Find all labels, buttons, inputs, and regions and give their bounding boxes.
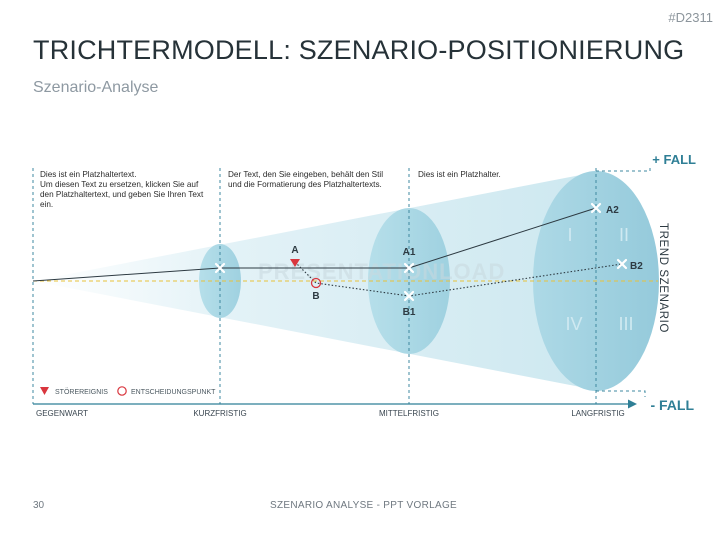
marker-a2 [590, 202, 602, 214]
note-gegenwart: Dies ist ein Platzhaltertext. Um diesen … [40, 170, 204, 209]
timeline-kurzfristig: KURZFRISTIG [193, 409, 246, 418]
minus-fall-guide [596, 390, 646, 397]
label-b: B [312, 291, 319, 302]
quadrant-2: II [619, 225, 629, 245]
minus-fall-label: - FALL [650, 397, 694, 413]
ellipse-mittelfristig [368, 208, 450, 354]
note-mittelfristig: Dies ist ein Platzhalter. [418, 170, 501, 179]
quadrant-4: IV [565, 314, 582, 334]
page-number: 30 [33, 500, 45, 511]
timeline-gegenwart: GEGENWART [36, 409, 88, 418]
trend-szenario-label: TREND SZENARIO [657, 223, 669, 333]
marker-b2 [616, 258, 628, 270]
label-b1: B1 [403, 307, 416, 318]
scenario-a-path [32, 207, 597, 282]
marker-a1 [403, 262, 415, 274]
timeline-mittelfristig: MITTELFRISTIG [379, 409, 439, 418]
quadrant-3: III [618, 314, 633, 334]
page-title: TRICHTERMODELL: SZENARIO-POSITIONIERUNG [33, 35, 685, 65]
timeline-arrowhead [628, 399, 637, 409]
legend-entscheidungspunkt: ENTSCHEIDUNGSPUNKT [131, 389, 216, 396]
plus-fall-label: + FALL [652, 152, 696, 167]
quadrant-1: I [567, 225, 572, 245]
timeline-langfristig: LANGFRISTIG [571, 409, 624, 418]
scenario-b-path [294, 261, 623, 297]
legend-triangle-icon [40, 387, 49, 395]
ellipse-kurzfristig [199, 244, 241, 318]
entscheidungspunkt-marker [310, 277, 322, 289]
marker-b1 [403, 290, 415, 302]
label-a: A [291, 245, 298, 256]
stoerereignis-marker [290, 259, 300, 267]
slide-id: #D2311 [668, 10, 713, 25]
label-a1: A1 [403, 247, 416, 258]
label-a2: A2 [606, 205, 619, 216]
watermark: PRESENTATIONLOAD [258, 259, 505, 284]
footer-text: SZENARIO ANALYSE - PPT VORLAGE [269, 500, 458, 511]
label-b2: B2 [630, 261, 643, 272]
note-kurzfristig: Der Text, den Sie eingeben, behält den S… [228, 170, 384, 189]
plus-fall-guide [596, 166, 651, 172]
page-subtitle: Szenario-Analyse [33, 79, 159, 96]
legend-stoerereignis: STÖREREIGNIS [55, 388, 108, 396]
marker-kurzfristig [214, 262, 226, 274]
legend-circle-icon [117, 386, 127, 396]
